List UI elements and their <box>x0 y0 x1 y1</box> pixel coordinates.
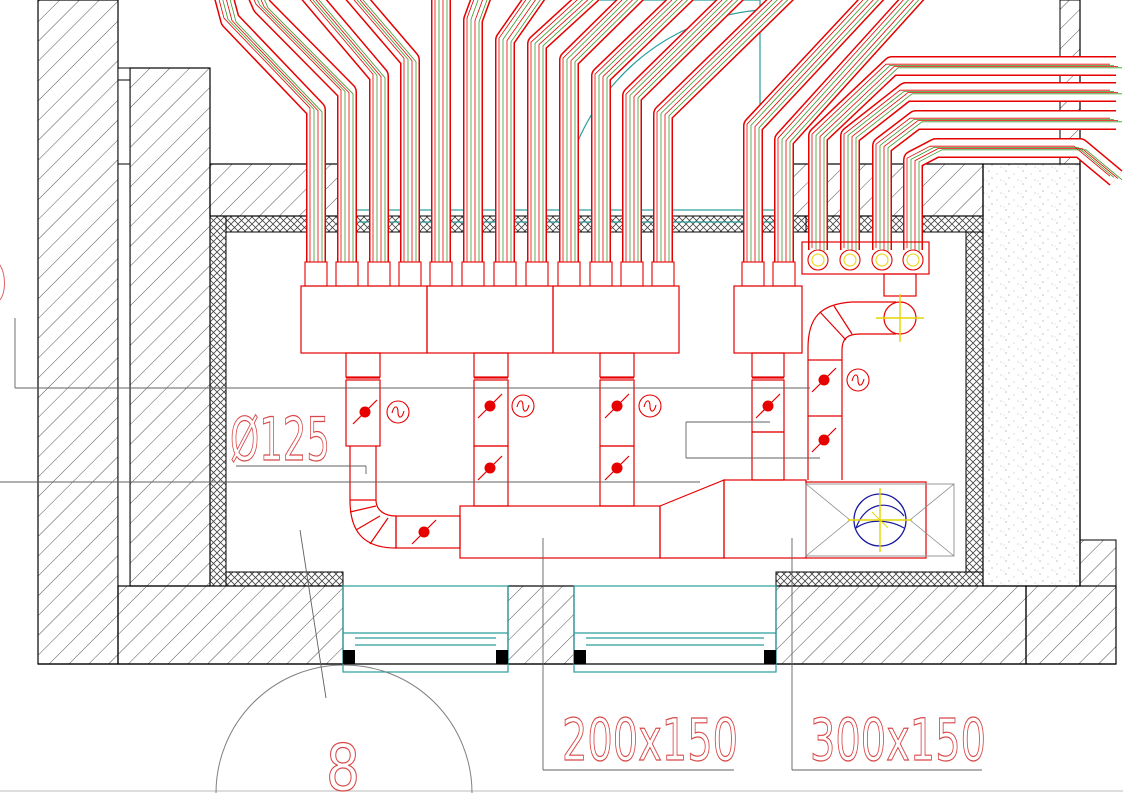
flex-duct-2 <box>248 0 357 266</box>
duct-collar <box>304 261 328 287</box>
fan-icon <box>805 483 955 557</box>
flex-duct-1 <box>214 0 326 266</box>
label-round-duct: Ø125 <box>230 405 330 475</box>
damper-icon <box>811 427 837 453</box>
damper-icon <box>811 367 837 393</box>
axis-bubble <box>215 664 473 793</box>
round-spigot <box>807 249 829 271</box>
duct-collar <box>335 261 359 287</box>
duct-collar <box>429 261 453 287</box>
plenum-box-3 <box>552 285 680 354</box>
damper-actuator-icon <box>638 394 662 418</box>
duct-collar <box>525 261 549 287</box>
label-axis-bubble: 8 <box>326 732 360 793</box>
damper-actuator-icon <box>846 368 870 392</box>
label-duct-200x150: 200x150 <box>562 706 738 774</box>
duct-collar <box>589 261 613 287</box>
flex-duct-15 <box>808 56 1122 252</box>
round-spigot-inner <box>811 253 825 267</box>
duct-transition <box>659 479 725 559</box>
damper-icon <box>755 393 781 419</box>
bottom-wall-right <box>775 585 1027 665</box>
duct-collar <box>772 261 796 287</box>
flex-duct-12 <box>653 0 795 266</box>
walls <box>37 0 1117 665</box>
damper-actuator-icon <box>386 400 410 424</box>
flex-duct-16 <box>840 82 1122 252</box>
duct-collar <box>493 261 517 287</box>
bottom-wall-left <box>117 585 344 665</box>
damper-icon <box>604 393 630 419</box>
round-spigot-inner <box>906 253 920 267</box>
damper-icon <box>604 455 630 481</box>
damper-icon <box>411 519 437 545</box>
bottom-wall-mid <box>507 585 575 665</box>
label-duct-300x150: 300x150 <box>810 706 986 774</box>
leaders <box>0 318 1123 792</box>
duct-collar <box>367 261 391 287</box>
round-spigot-inner <box>875 253 889 267</box>
fan-outer-frame <box>805 483 955 557</box>
branch-ducts <box>345 273 917 507</box>
flex-duct-8 <box>527 0 600 266</box>
flex-duct-3 <box>301 0 389 266</box>
duct-collar <box>620 261 644 287</box>
flex-duct-13 <box>743 0 885 266</box>
left-inner-wall <box>129 67 211 587</box>
left-wall-gap <box>117 67 131 587</box>
flex-duct-7 <box>495 0 546 266</box>
flex-duct-11 <box>622 0 745 266</box>
collector-box <box>801 241 930 275</box>
duct-collar <box>651 261 675 287</box>
duct-collar <box>398 261 422 287</box>
damper-icon <box>477 393 503 419</box>
flex-duct-6 <box>463 0 491 266</box>
plenum-box-2 <box>426 285 554 354</box>
flex-duct-5 <box>431 0 451 266</box>
window-left <box>342 585 509 673</box>
right-stipple-wall <box>982 163 1081 587</box>
flex-duct-17 <box>872 110 1122 252</box>
flex-duct-4 <box>345 0 420 266</box>
plenum-box-1 <box>300 285 428 354</box>
duct-collar <box>557 261 581 287</box>
top-wall-left <box>209 163 356 217</box>
round-spigot <box>871 249 893 271</box>
plenum-box-4 <box>733 285 803 354</box>
dampers <box>352 367 870 545</box>
flex-duct-10 <box>591 0 695 266</box>
collector-fan-icon <box>876 294 924 342</box>
duct-200x150 <box>459 505 661 559</box>
left-outer-wall <box>37 0 119 665</box>
flex-ducts <box>214 0 1123 287</box>
window-right <box>573 585 777 673</box>
flex-duct-18 <box>903 138 1123 252</box>
damper-icon <box>352 399 378 425</box>
plenum-boxes <box>300 241 930 354</box>
damper-icon <box>477 455 503 481</box>
bottom-wall-far-right <box>1025 585 1117 665</box>
main-duct <box>349 479 927 559</box>
round-spigot <box>902 249 924 271</box>
damper-actuator-icon <box>511 394 535 418</box>
duct-collar <box>741 261 765 287</box>
flex-duct-9 <box>559 0 645 266</box>
flex-duct-14 <box>774 0 925 266</box>
duct-collar <box>461 261 485 287</box>
round-spigot <box>839 249 861 271</box>
duct-300x150 <box>723 479 807 559</box>
round-spigot-inner <box>843 253 857 267</box>
right-edge-wall <box>1079 539 1117 587</box>
